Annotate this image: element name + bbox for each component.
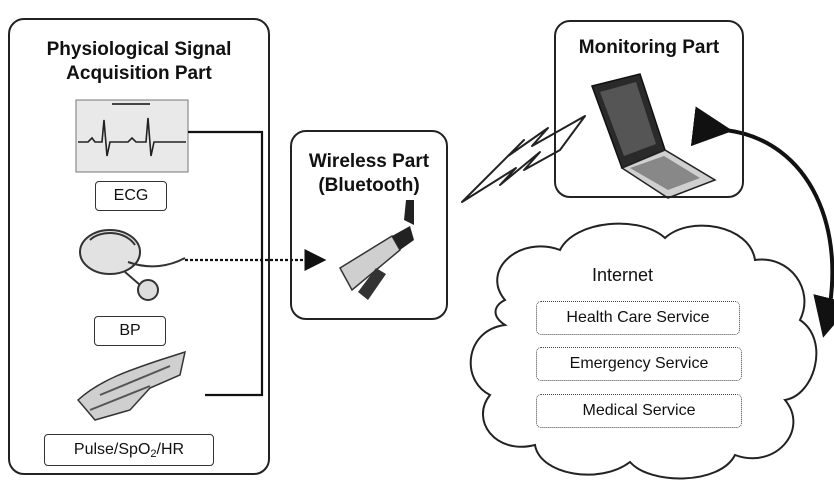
pulse-label-suffix: /HR <box>156 441 185 458</box>
pulse-oximeter-image <box>76 350 187 421</box>
bp-label-text: BP <box>119 322 141 339</box>
signal-connectors <box>185 130 327 397</box>
monitoring-panel: Monitoring Part <box>554 20 744 198</box>
service-emergency: Emergency Service <box>536 347 742 381</box>
monitoring-title: Monitoring Part <box>578 37 720 58</box>
pulse-label-sub: 2 <box>150 448 157 460</box>
acquisition-panel: Physiological Signal Acquisition Part <box>8 18 270 475</box>
wireless-panel: Wireless Part (Bluetooth) <box>290 130 448 320</box>
wireless-title-line1: Wireless Part <box>308 151 430 172</box>
acquisition-title-line1: Physiological Signal <box>46 39 232 60</box>
internet-title: Internet <box>592 265 654 285</box>
bluetooth-dongle-image <box>339 200 414 300</box>
service-medical: Medical Service <box>536 394 742 428</box>
pulse-spo2-hr-label: Pulse/SpO2/HR <box>44 434 214 466</box>
bp-label: BP <box>94 316 166 346</box>
internet-monitoring-link <box>690 106 834 338</box>
ecg-label-text: ECG <box>113 187 149 204</box>
ecg-waveform-image <box>75 99 189 173</box>
wireless-title-line2: (Bluetooth) <box>318 175 420 196</box>
laptop-image <box>591 73 717 199</box>
acquisition-title-line2: Acquisition Part <box>66 63 212 84</box>
service-health-care: Health Care Service <box>536 301 740 335</box>
pulse-label-prefix: Pulse/SpO <box>73 441 151 458</box>
ecg-label: ECG <box>95 181 167 211</box>
blood-pressure-cuff-image <box>79 229 186 301</box>
